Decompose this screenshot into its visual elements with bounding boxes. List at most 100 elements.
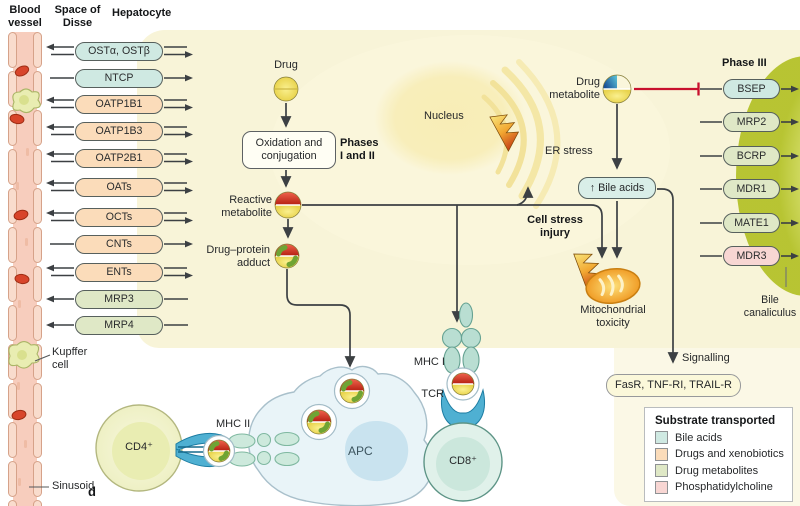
cd4-cell <box>95 404 183 492</box>
transporter-arrows-left <box>46 321 74 329</box>
transporter-box: OATP1B3 <box>75 121 163 141</box>
phases-label: Phases I and II <box>340 137 379 162</box>
endothelial-cell <box>8 461 17 497</box>
transporter-arrows-left <box>50 243 74 245</box>
apc-label: APC <box>348 444 373 458</box>
legend-label: Phosphatidylcholine <box>675 481 773 493</box>
endothelial-cell <box>8 149 17 185</box>
reactive-pie <box>451 372 475 396</box>
arrow-to-signalling <box>657 188 679 364</box>
transporter-box: CNTs <box>75 234 163 254</box>
lumen-dash <box>16 182 19 190</box>
endothelial-cell <box>8 500 17 506</box>
transporter-arrows-right <box>164 74 193 82</box>
blood-vessel <box>8 32 42 506</box>
cd4-label: CD4⁺ <box>125 441 153 453</box>
transporter-box: OATP2B1 <box>75 148 163 168</box>
legend-label: Drugs and xenobiotics <box>675 448 784 460</box>
transporter-arrow-canaliculus <box>781 252 799 260</box>
transporter-stub-left <box>700 88 722 90</box>
mhc1-label: MHC I <box>413 356 445 368</box>
transporter-box: BCRP <box>723 146 780 166</box>
nucleus <box>374 61 526 175</box>
cd8-label: CD8⁺ <box>449 455 477 467</box>
transporter-arrows-right <box>164 298 188 300</box>
transporter-arrow-canaliculus <box>781 85 799 93</box>
transporter-arrows-left <box>50 77 74 79</box>
lumen-dash <box>17 382 20 390</box>
transporter-arrows-left <box>46 295 74 303</box>
apc-nucleus <box>345 420 409 482</box>
mhc2-label: MHC II <box>216 418 251 430</box>
legend-item: Drug metabolites <box>655 464 792 477</box>
arrow-adduct-to-apc <box>286 269 356 368</box>
lumen-dash <box>24 440 27 448</box>
nucleus-label: Nucleus <box>424 110 464 122</box>
bsep-inhibition <box>634 82 700 96</box>
transporter-arrow-canaliculus <box>781 118 799 126</box>
endothelial-cell <box>33 110 42 146</box>
cell-stress-injury-label: Cell stress injury <box>527 214 583 239</box>
endothelial-cell <box>33 461 42 497</box>
transporter-arrows-left <box>46 123 74 136</box>
transporter-arrows-right <box>164 324 188 326</box>
legend-item: Drugs and xenobiotics <box>655 447 792 461</box>
signalling-label: Signalling <box>682 352 730 364</box>
adduct-pie <box>274 243 300 269</box>
endothelial-cell <box>33 227 42 263</box>
transporter-arrows-left <box>46 150 74 163</box>
transporter-arrows-right <box>164 182 193 194</box>
legend-swatch <box>655 431 668 444</box>
line-reactive-to-mitochondria <box>302 204 608 259</box>
transporter-stub-left <box>700 222 722 224</box>
transporter-box: MRP2 <box>723 112 780 132</box>
transporter-box: NTCP <box>75 68 163 88</box>
legend-label: Drug metabolites <box>675 464 759 477</box>
endothelial-cell <box>33 500 42 506</box>
legend-item: Bile acids <box>655 431 792 444</box>
drug-molecule-pies <box>207 74 632 463</box>
blood-vessel-label: Blood vessel <box>8 4 42 29</box>
legend-swatch <box>655 480 668 494</box>
adduct-pie <box>207 439 231 463</box>
transporter-arrows-left <box>46 179 74 192</box>
drug-protein-adduct-label: Drug–protein adduct <box>206 244 270 269</box>
mhc2-complex <box>228 431 300 467</box>
transporter-box: MRP4 <box>75 315 163 335</box>
transporter-box: OATP1B1 <box>75 94 163 114</box>
reactive-metabolite-label: Reactive metabolite <box>221 194 272 219</box>
transporter-arrow-canaliculus <box>781 185 799 193</box>
endothelial-cell <box>8 266 17 302</box>
endothelial-cell <box>33 32 42 68</box>
endothelial-cell <box>33 149 42 185</box>
transporter-stub-left <box>700 255 722 257</box>
pointer-lines <box>29 354 51 488</box>
transporter-box: BSEP <box>723 79 780 99</box>
death-receptor-box: FasR, TNF-RI, TRAIL-R <box>606 374 741 397</box>
lumen-dash <box>18 478 21 486</box>
arrow-to-er-stress <box>516 186 534 206</box>
transporter-box: OSTα, OSTβ <box>75 41 163 61</box>
mhc1-complex <box>441 302 482 374</box>
transporter-arrows-right <box>164 46 193 58</box>
lumen-dash <box>25 238 28 246</box>
sinusoid-label: Sinusoid <box>52 480 95 492</box>
space-of-disse-label: Space of Disse <box>54 4 101 29</box>
adduct-pie <box>339 378 365 404</box>
legend-title: Substrate transported <box>655 415 776 427</box>
endothelial-cell <box>33 305 42 341</box>
transporter-arrows-left <box>46 43 74 56</box>
transporter-stub-left <box>700 121 722 123</box>
transporter-arrow-canaliculus <box>781 152 799 160</box>
lumen-dash <box>18 300 21 308</box>
transporter-arrow-canaliculus <box>781 219 799 227</box>
red-blood-cells <box>9 65 30 421</box>
drug-label: Drug <box>274 59 298 71</box>
kupffer-cell-label: Kupffer cell <box>52 346 88 371</box>
transporter-box: MDR1 <box>723 179 780 199</box>
legend-swatch <box>655 447 668 461</box>
adduct-pie <box>306 409 332 435</box>
endothelial-cell <box>33 422 42 458</box>
endothelial-cell <box>8 110 17 146</box>
